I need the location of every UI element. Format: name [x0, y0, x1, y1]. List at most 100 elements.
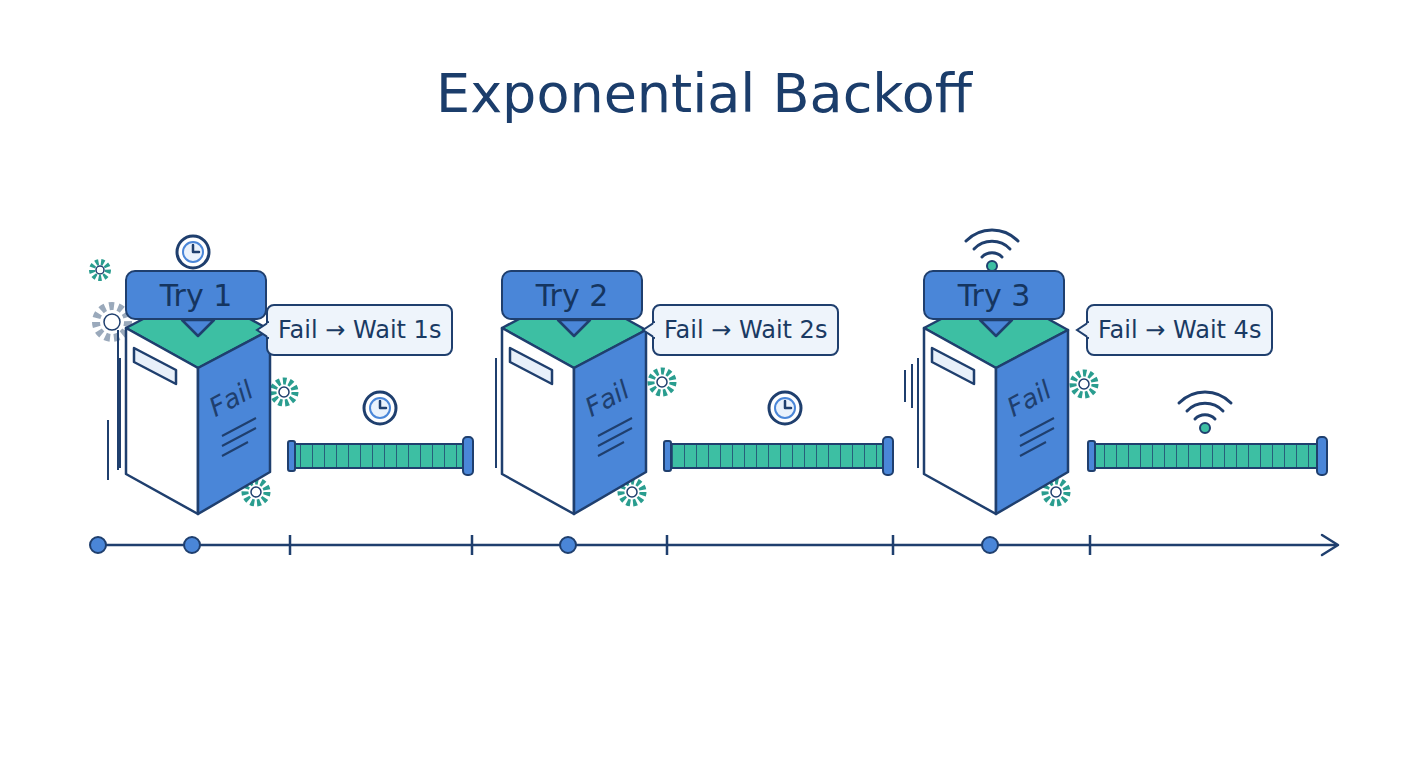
wifi-arc: [1195, 415, 1215, 419]
timeline-dot: [982, 537, 998, 553]
gear-teeth: [273, 381, 295, 403]
gear-icon: [273, 381, 295, 403]
timeline-dot: [184, 537, 200, 553]
server-right-face: [996, 330, 1068, 514]
gear-hub: [96, 266, 104, 274]
progress-bar: [671, 444, 885, 468]
try-tab: Try 1: [125, 270, 267, 320]
wifi-arc: [974, 241, 1010, 249]
timeline-ticks: [290, 535, 1090, 555]
wait-callout: Fail → Wait 2s: [652, 304, 839, 356]
gear-teeth: [1073, 373, 1095, 395]
callout-pointer-join: [268, 323, 270, 337]
server-right-face: [198, 330, 270, 514]
bar-cap: [664, 441, 671, 471]
bar-cap: [463, 437, 473, 475]
progress-bar: [295, 444, 465, 468]
timeline: [90, 535, 1338, 555]
try-label: Try 2: [536, 278, 609, 313]
wait-bar: [288, 437, 473, 475]
callout-pointer-shape: [643, 322, 655, 338]
callout-pointer: [1075, 320, 1089, 340]
server-left-face: [924, 328, 996, 514]
callout-body: Fail → Wait 2s: [664, 316, 827, 344]
wifi-icon: [966, 230, 1018, 271]
gear-hub: [657, 377, 667, 387]
try-tab: Try 2: [501, 270, 643, 320]
wifi-dot: [1200, 423, 1210, 433]
callout-pointer-join: [1088, 323, 1090, 337]
clock-dial: [775, 398, 795, 418]
wait-text: Fail → Wait 2s: [664, 316, 827, 344]
gear-hub: [627, 487, 637, 497]
server-left-face: [502, 328, 574, 514]
server-slot: [510, 348, 552, 384]
gear-teeth: [96, 306, 128, 338]
tab-pointer: [182, 320, 214, 336]
callout-pointer-shape: [1077, 322, 1089, 338]
bar-cap: [288, 441, 295, 471]
callout-body: Fail → Wait 4s: [1098, 316, 1261, 344]
attempt-server: Try 1Fail: [112, 268, 282, 520]
server-left-face: [126, 328, 198, 514]
wifi-arc: [1179, 392, 1231, 403]
gear-hub: [251, 487, 261, 497]
clock-hands: [193, 245, 199, 252]
gear-icon: [651, 371, 673, 393]
try-label: Try 3: [958, 278, 1031, 313]
attempt-server: Try 2Fail: [488, 268, 658, 520]
callout-pointer: [641, 320, 655, 340]
callout-pointer-shape: [257, 322, 269, 338]
timeline-dot: [560, 537, 576, 553]
clock-icon: [364, 392, 396, 424]
gear-hub: [1051, 487, 1061, 497]
wait-bar: [1088, 437, 1327, 475]
gear-teeth: [92, 262, 108, 278]
clock-icon: [177, 236, 209, 268]
timeline-axis: [90, 544, 1336, 547]
bar-cap: [1317, 437, 1327, 475]
server-slot: [932, 348, 974, 384]
server-right-face: [574, 330, 646, 514]
clock-hands: [380, 401, 386, 408]
clock-dial: [370, 398, 390, 418]
clock-face: [177, 236, 209, 268]
clock-icon: [769, 392, 801, 424]
diagram-title: Exponential Backoff: [0, 62, 1408, 125]
bar-cap: [883, 437, 893, 475]
wifi-arc: [966, 230, 1018, 241]
timeline-dot: [90, 537, 106, 553]
server-slot: [134, 348, 176, 384]
gear-hub: [104, 314, 120, 330]
gear-icon: [1073, 373, 1095, 395]
clock-hands: [785, 401, 791, 408]
clock-face: [769, 392, 801, 424]
wifi-arc: [982, 253, 1002, 257]
gear-icon: [96, 306, 128, 338]
wait-text: Fail → Wait 1s: [278, 316, 441, 344]
clock-dial: [183, 242, 203, 262]
progress-bar: [1095, 444, 1319, 468]
wait-text: Fail → Wait 4s: [1098, 316, 1261, 344]
wait-bar: [664, 437, 893, 475]
callout-pointer: [255, 320, 269, 340]
callout-body: Fail → Wait 1s: [278, 316, 441, 344]
clock-face: [364, 392, 396, 424]
wifi-icon: [1179, 392, 1231, 433]
try-tab: Try 3: [923, 270, 1065, 320]
gear-teeth: [651, 371, 673, 393]
wait-callout: Fail → Wait 4s: [1086, 304, 1273, 356]
gear-hub: [279, 387, 289, 397]
callout-pointer-join: [654, 323, 656, 337]
gear-icon: [92, 262, 108, 278]
try-label: Try 1: [160, 278, 233, 313]
tab-pointer: [980, 320, 1012, 336]
attempt-server: Try 3Fail: [910, 268, 1080, 520]
wait-callout: Fail → Wait 1s: [266, 304, 453, 356]
tab-pointer: [558, 320, 590, 336]
gear-hub: [1079, 379, 1089, 389]
wifi-arc: [1187, 403, 1223, 411]
bar-cap: [1088, 441, 1095, 471]
timeline-arrowhead: [1322, 535, 1338, 555]
